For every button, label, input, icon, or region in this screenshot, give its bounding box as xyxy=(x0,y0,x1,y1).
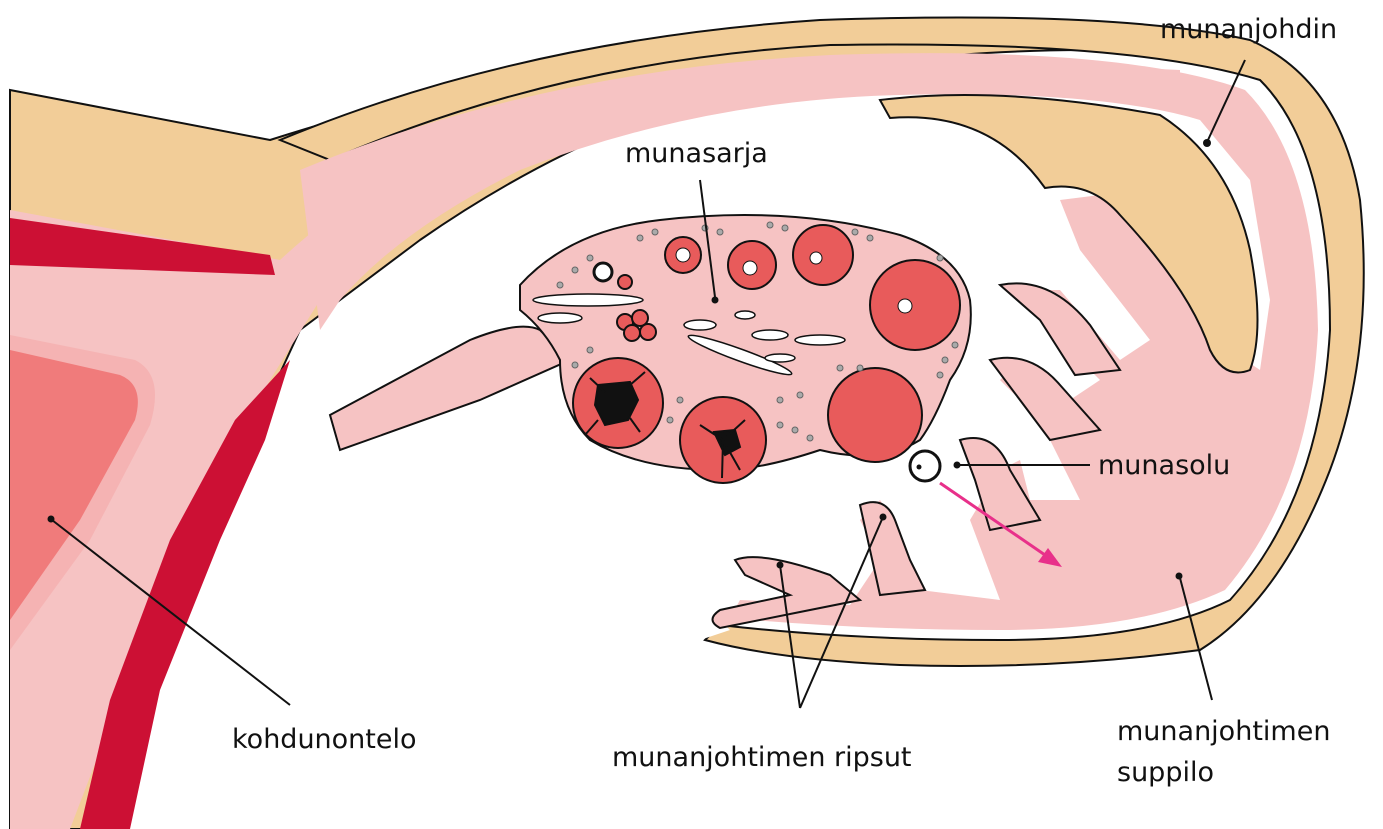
follicle-primary-oocyte xyxy=(676,248,690,262)
label-oviduct: munanjohdin xyxy=(1160,14,1337,45)
follicle-tertiary-oocyte xyxy=(810,252,822,264)
label-uterine-cavity: kohdunontelo xyxy=(232,724,417,755)
label-infundibulum-line1: munanjohtimen xyxy=(1117,716,1330,747)
egg-cell-nucleus xyxy=(917,465,922,470)
label-egg-cell: munasolu xyxy=(1098,450,1230,481)
label-infundibulum-line2: suppilo xyxy=(1117,757,1214,788)
follicle-secondary-oocyte xyxy=(743,261,757,275)
fimbria-3 xyxy=(960,438,1040,530)
egg-cell-circle xyxy=(910,451,940,481)
label-ovary: munasarja xyxy=(625,138,768,169)
follicle-small-1 xyxy=(594,263,612,281)
ruptured-follicle xyxy=(828,368,922,462)
follicle-mature xyxy=(870,260,960,350)
follicle-tertiary xyxy=(793,225,853,285)
follicle-small-2 xyxy=(618,275,632,289)
label-fimbriae: munanjohtimen ripsut xyxy=(612,742,912,773)
egg-cell xyxy=(910,451,940,481)
follicle-mature-oocyte xyxy=(898,299,912,313)
